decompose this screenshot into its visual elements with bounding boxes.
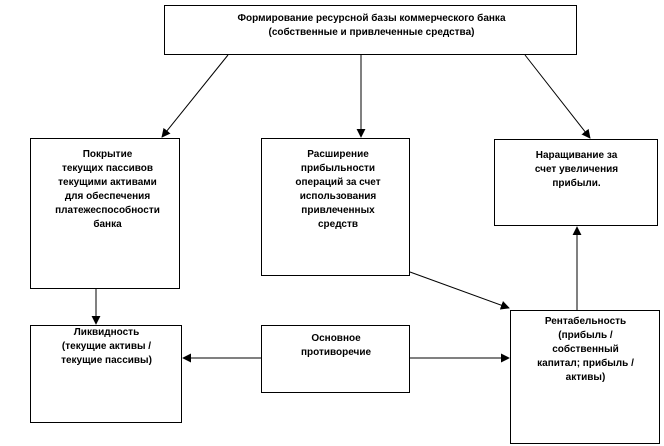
contradiction-box: Основное противоречие xyxy=(261,325,410,393)
growth-text: Наращивание за счет увеличения прибыли. xyxy=(534,150,619,189)
coverage-box: Покрытие текущих пассивов текущими актив… xyxy=(30,138,180,289)
profitability-text: Рентабельность (прибыль / собственный ка… xyxy=(537,316,634,383)
profitability-box: Рентабельность (прибыль / собственный ка… xyxy=(510,310,660,444)
arrow-top-to-growth xyxy=(524,54,591,139)
growth-box: Наращивание за счет увеличения прибыли. xyxy=(494,139,658,226)
expansion-text: Расширение прибыльности операций за счет… xyxy=(295,149,381,230)
coverage-text: Покрытие текущих пассивов текущими актив… xyxy=(55,149,160,230)
arrow-expansion-to-profitability xyxy=(409,271,510,310)
resource-base-box: Формирование ресурсной базы коммерческог… xyxy=(164,5,577,55)
expansion-box: Расширение прибыльности операций за счет… xyxy=(261,138,410,276)
liquidity-box: Ликвидность (текущие активы / текущие па… xyxy=(30,325,182,423)
resource-base-text: Формирование ресурсной базы коммерческог… xyxy=(237,13,506,38)
arrow-top-to-coverage xyxy=(161,54,229,138)
liquidity-text: Ликвидность (текущие активы / текущие па… xyxy=(61,327,152,366)
contradiction-text: Основное противоречие xyxy=(300,333,372,358)
